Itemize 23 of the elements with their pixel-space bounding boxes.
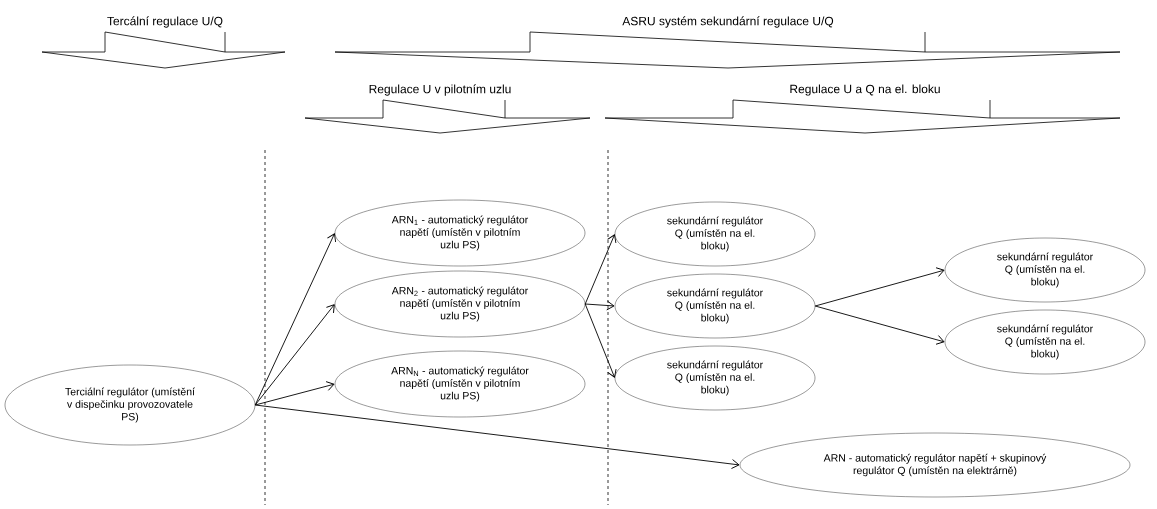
arrow — [584, 234, 617, 305]
heading: Regulace U a Q na el. bloku — [790, 84, 940, 96]
arrow — [584, 303, 617, 378]
heading: Tercální regulace U/Q — [107, 16, 223, 28]
ellipse-node: ARN$_{2}$ - automatický regulátor napětí (umístěn v pilotním uzlu PS) — [334, 270, 586, 338]
arrow — [254, 233, 337, 406]
heading: ASRU systém sekundární regulace U/Q — [622, 16, 834, 28]
arrow — [254, 381, 335, 406]
arrow — [814, 305, 945, 345]
ellipse-node: ARN - automatický regulátor napětí + skupinový regulátor Q (umístěn na elektrárně) — [739, 432, 1131, 498]
arrow — [254, 404, 740, 469]
ellipse-node: ARN$_{1}$ - automatický regulátor napětí (umístěn v pilotním uzlu PS) — [334, 199, 586, 267]
arrow — [584, 300, 615, 311]
ellipse-node: sekundární regulátor Q (umístěn na el. bloku) — [944, 237, 1146, 303]
ellipse-node: sekundární regulátor Q (umístěn na el. bloku) — [614, 201, 816, 267]
ellipse-node: sekundární regulátor Q (umístěn na el. bloku) — [614, 345, 816, 411]
ellipse-node: Terciální regulátor (umístění v dispečinku provozovatele PS) — [4, 364, 256, 446]
heading: Regulace U v pilotním uzlu — [369, 84, 511, 96]
ellipse-node: sekundární regulátor Q (umístěn na el. bloku) — [944, 309, 1146, 375]
ellipse-node: sekundární regulátor Q (umístěn na el. bloku) — [614, 273, 816, 339]
ellipse-node: ARN$_{N}$ - automatický regulátor napětí (umístěn v pilotním uzlu PS) — [334, 350, 586, 418]
arrow — [814, 267, 945, 307]
arrow — [254, 304, 335, 406]
